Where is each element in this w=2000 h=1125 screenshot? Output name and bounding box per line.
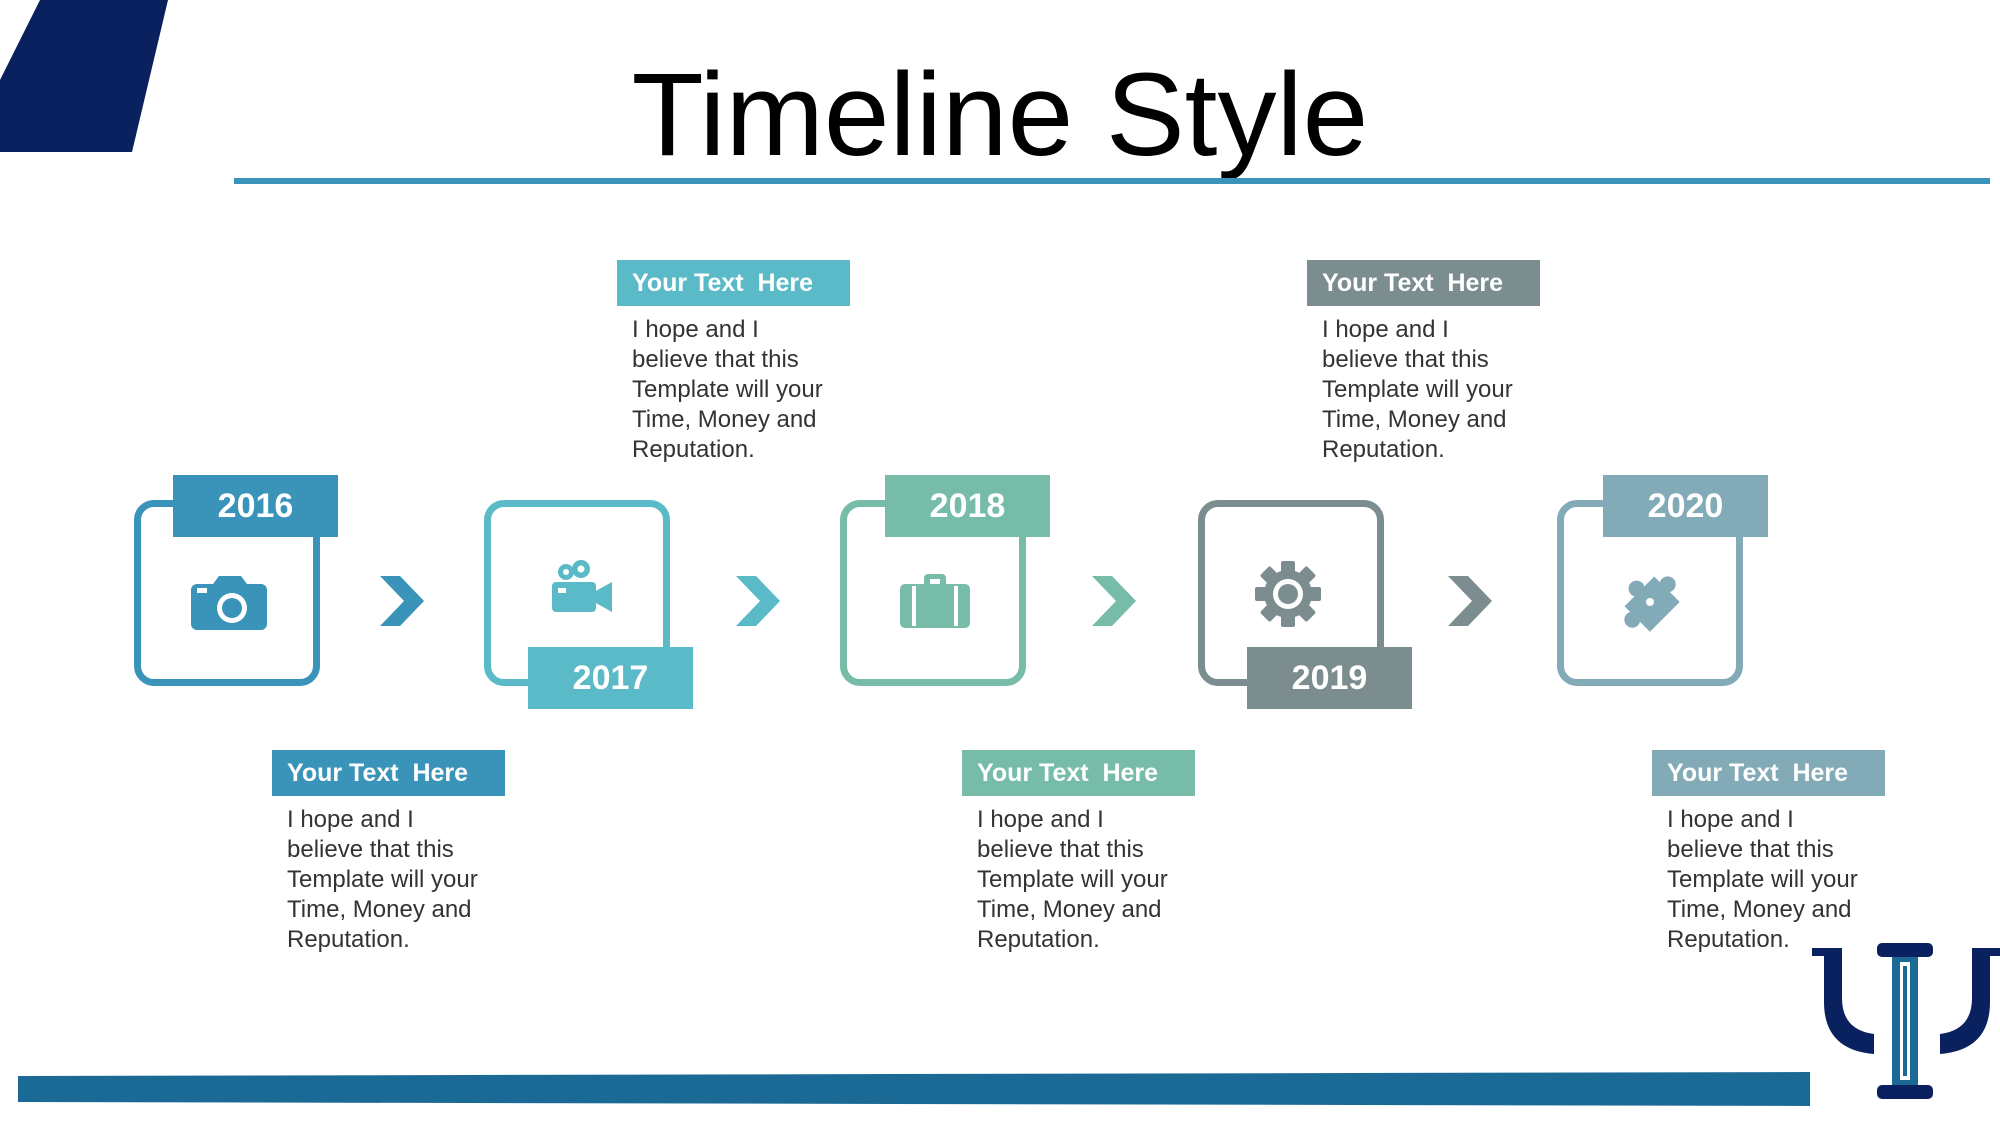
note-2020-title: Your Text Here	[1652, 750, 1885, 796]
note-2017-title: Your Text Here	[617, 260, 850, 306]
briefcase-icon	[900, 574, 970, 628]
step-2019-year: 2019	[1247, 647, 1412, 709]
bottom-bar	[18, 1072, 1810, 1106]
video-camera-icon	[552, 560, 612, 612]
camera-icon	[191, 576, 267, 630]
step-2016-year: 2016	[173, 475, 338, 537]
note-2018-text: I hope and I believe that this Template …	[977, 806, 1168, 953]
chevron-right-icon	[1092, 576, 1136, 626]
slide-title: Timeline Style	[631, 49, 1369, 181]
chevron-right-icon	[736, 576, 780, 626]
note-2020-text: I hope and I believe that this Template …	[1667, 806, 1858, 953]
note-2016-title: Your Text Here	[272, 750, 505, 796]
chevron-right-icon	[380, 576, 424, 626]
psi-logo	[1812, 943, 2000, 1099]
note-2016-text: I hope and I believe that this Template …	[287, 806, 478, 953]
note-2019-text: I hope and I believe that this Template …	[1322, 316, 1513, 463]
step-2017-year: 2017	[528, 647, 693, 709]
chevron-right-icon	[1448, 576, 1492, 626]
note-2018-title: Your Text Here	[962, 750, 1195, 796]
gear-icon	[1255, 561, 1321, 627]
title-underline	[234, 178, 1990, 184]
note-2017-text: I hope and I believe that this Template …	[632, 316, 823, 463]
step-2018-year: 2018	[885, 475, 1050, 537]
step-2020-year: 2020	[1603, 475, 1768, 537]
corner-parallelogram	[0, 0, 168, 152]
puzzle-icon	[1624, 576, 1680, 632]
note-2019-title: Your Text Here	[1307, 260, 1540, 306]
